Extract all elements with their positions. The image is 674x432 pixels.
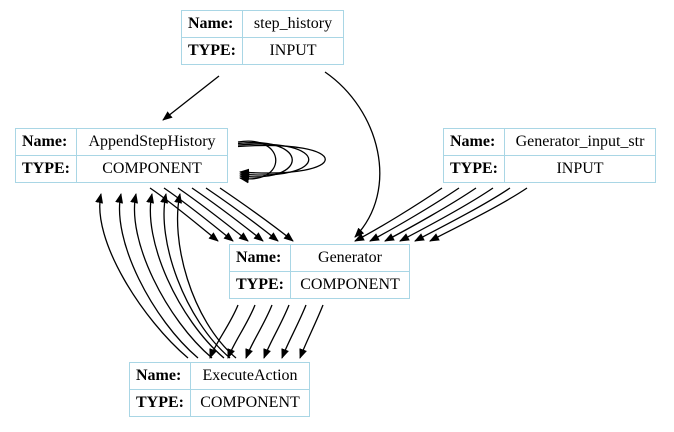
edge-step-history-to-append: [162, 75, 220, 121]
edge-generator-to-execute: [245, 304, 273, 359]
edge-append-to-generator: [149, 187, 219, 242]
edge-input-to-generator: [429, 187, 528, 242]
node-type: INPUT: [504, 155, 656, 183]
name-key: Name:: [443, 128, 505, 156]
type-key: TYPE:: [15, 155, 77, 183]
node-name: ExecuteAction: [190, 362, 310, 390]
edge-input-to-generator: [414, 187, 511, 242]
edge-append-self-loop: [237, 140, 277, 184]
type-key: TYPE:: [229, 271, 291, 299]
edge-append-to-generator: [191, 187, 264, 242]
edge-execute-to-append: [146, 193, 225, 359]
edge-input-to-generator: [354, 187, 443, 242]
node-step-history[interactable]: Name: step_history TYPE: INPUT: [181, 10, 344, 65]
name-key: Name:: [129, 362, 191, 390]
node-generator[interactable]: Name: Generator TYPE: COMPONENT: [229, 244, 410, 299]
edge-input-to-generator: [369, 187, 460, 242]
node-name: Generator: [290, 244, 410, 272]
edge-append-to-generator: [163, 187, 234, 242]
node-type: COMPONENT: [190, 389, 310, 417]
node-type: INPUT: [242, 37, 344, 65]
edge-append-to-generator: [219, 187, 294, 242]
edge-append-to-generator: [177, 187, 249, 242]
edge-generator-to-execute: [299, 304, 324, 359]
edge-generator-to-execute: [281, 304, 307, 359]
edge-generator-to-execute: [227, 304, 256, 359]
edge-append-self-loop: [237, 143, 310, 179]
edge-execute-to-append: [95, 193, 189, 359]
node-append-step-history[interactable]: Name: AppendStepHistory TYPE: COMPONENT: [15, 128, 228, 183]
node-name: Generator_input_str: [504, 128, 656, 156]
name-key: Name:: [15, 128, 77, 156]
edge-append-to-generator: [205, 187, 279, 242]
edge-execute-to-append: [174, 193, 237, 359]
node-type: COMPONENT: [290, 271, 410, 299]
node-name: step_history: [242, 10, 344, 38]
name-key: Name:: [229, 244, 291, 272]
type-key: TYPE:: [129, 389, 191, 417]
edge-execute-to-append: [160, 193, 231, 359]
node-generator-input-str[interactable]: Name: Generator_input_str TYPE: INPUT: [443, 128, 656, 183]
type-key: TYPE:: [443, 155, 505, 183]
node-type: COMPONENT: [76, 155, 228, 183]
node-execute-action[interactable]: Name: ExecuteAction TYPE: COMPONENT: [129, 362, 310, 417]
edge-input-to-generator: [399, 187, 494, 242]
edge-input-to-generator: [384, 187, 477, 242]
edge-execute-to-append: [115, 193, 199, 359]
node-name: AppendStepHistory: [76, 128, 228, 156]
edge-generator-to-execute: [209, 304, 239, 359]
edge-append-self-loop: [237, 144, 326, 177]
edge-execute-to-append: [130, 193, 213, 359]
type-key: TYPE:: [181, 37, 243, 65]
edge-step-history-to-generator: [324, 71, 381, 238]
edge-generator-to-execute: [263, 304, 290, 359]
edge-append-self-loop: [237, 141, 293, 181]
name-key: Name:: [181, 10, 243, 38]
